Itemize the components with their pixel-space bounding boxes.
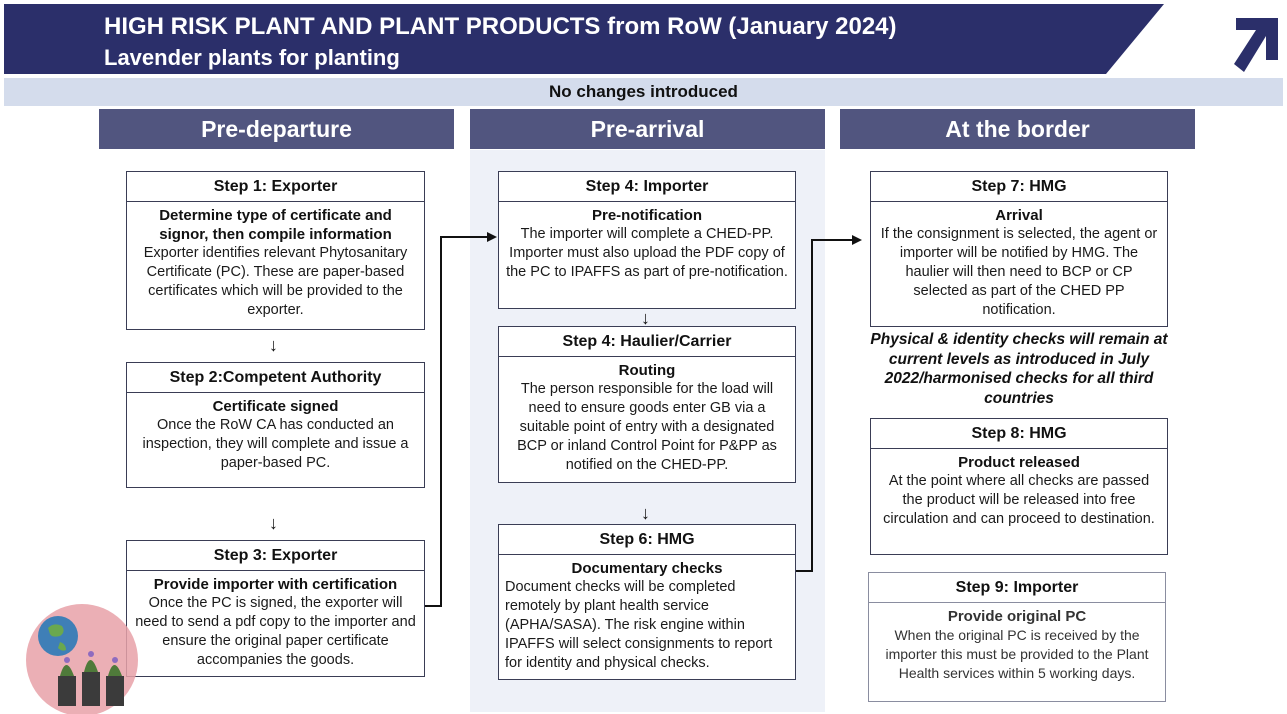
- step-1-box: Step 1: Exporter Determine type of certi…: [126, 171, 425, 330]
- column-header-pre-departure: Pre-departure: [99, 109, 454, 149]
- step-6-subtitle: Documentary checks: [571, 560, 723, 577]
- step-7-body: Arrival If the consignment is selected, …: [871, 202, 1167, 324]
- step-4-importer-title: Step 4: Importer: [499, 172, 795, 202]
- step-1-subtitle: Determine type of certificate and signor…: [159, 207, 392, 243]
- step-9-box: Step 9: Importer Provide original PC Whe…: [868, 572, 1166, 702]
- step-4-haulier-title: Step 4: Haulier/Carrier: [499, 327, 795, 357]
- step-9-body: Provide original PC When the original PC…: [869, 603, 1165, 687]
- column-header-pre-arrival: Pre-arrival: [470, 109, 825, 149]
- step-4-haulier-text: The person responsible for the load will…: [517, 381, 777, 473]
- step-6-title: Step 6: HMG: [499, 525, 795, 555]
- step-1-text: Exporter identifies relevant Phytosanita…: [143, 245, 408, 318]
- step-4-importer-box: Step 4: Importer Pre-notification The im…: [498, 171, 796, 309]
- step-3-title: Step 3: Exporter: [127, 541, 424, 571]
- arrow-logo-icon: [1234, 18, 1278, 72]
- header-bar: [4, 4, 1164, 74]
- globe-plant-icon: [26, 604, 138, 714]
- step-3-subtitle: Provide importer with certification: [153, 576, 398, 593]
- down-arrow-icon: ↓: [641, 308, 650, 328]
- step-9-text: When the original PC is received by the …: [885, 627, 1149, 681]
- checks-note: Physical & identity checks will remain a…: [870, 331, 1168, 407]
- page-title: HIGH RISK PLANT AND PLANT PRODUCTS from …: [104, 13, 897, 40]
- step-2-box: Step 2:Competent Authority Certificate s…: [126, 362, 425, 488]
- step-9-title: Step 9: Importer: [869, 573, 1165, 603]
- step-7-box: Step 7: HMG Arrival If the consignment i…: [870, 171, 1168, 327]
- step-7-subtitle: Arrival: [995, 207, 1043, 224]
- step-1-body: Determine type of certificate and signor…: [127, 202, 424, 324]
- no-changes-banner: No changes introduced: [4, 78, 1283, 106]
- step-4-haulier-body: Routing The person responsible for the l…: [499, 357, 795, 479]
- step-7-text: If the consignment is selected, the agen…: [880, 226, 1158, 318]
- step-3-text: Once the PC is signed, the exporter will…: [135, 595, 416, 668]
- step-9-subtitle: Provide original PC: [947, 608, 1087, 625]
- step-3-box: Step 3: Exporter Provide importer with c…: [126, 540, 425, 677]
- step-4-haulier-subtitle: Routing: [618, 362, 676, 379]
- page-subtitle: Lavender plants for planting: [104, 45, 400, 70]
- step-8-subtitle: Product released: [958, 454, 1080, 471]
- step-2-title: Step 2:Competent Authority: [127, 363, 424, 393]
- step-8-body: Product released At the point where all …: [871, 449, 1167, 533]
- down-arrow-icon: ↓: [269, 335, 278, 355]
- step-2-body: Certificate signed Once the RoW CA has c…: [127, 393, 424, 477]
- step-6-box: Step 6: HMG Documentary checks Document …: [498, 524, 796, 680]
- step-6-body: Documentary checks Document checks will …: [499, 555, 795, 677]
- step-7-title: Step 7: HMG: [871, 172, 1167, 202]
- step-8-title: Step 8: HMG: [871, 419, 1167, 449]
- step-1-title: Step 1: Exporter: [127, 172, 424, 202]
- step-4-importer-subtitle: Pre-notification: [591, 207, 702, 224]
- step-3-body: Provide importer with certification Once…: [127, 571, 424, 674]
- step-4-importer-text: The importer will complete a CHED-PP. Im…: [506, 226, 788, 280]
- step-4-haulier-box: Step 4: Haulier/Carrier Routing The pers…: [498, 326, 796, 483]
- step-8-box: Step 8: HMG Product released At the poin…: [870, 418, 1168, 555]
- step-8-text: At the point where all checks are passed…: [883, 473, 1155, 527]
- step-4-importer-body: Pre-notification The importer will compl…: [499, 202, 795, 286]
- step-6-text: Document checks will be completed remote…: [505, 579, 773, 671]
- step-2-subtitle: Certificate signed: [212, 398, 339, 415]
- down-arrow-icon: ↓: [641, 503, 650, 523]
- step-2-text: Once the RoW CA has conducted an inspect…: [142, 417, 409, 471]
- down-arrow-icon: ↓: [269, 513, 278, 533]
- column-header-at-border: At the border: [840, 109, 1195, 149]
